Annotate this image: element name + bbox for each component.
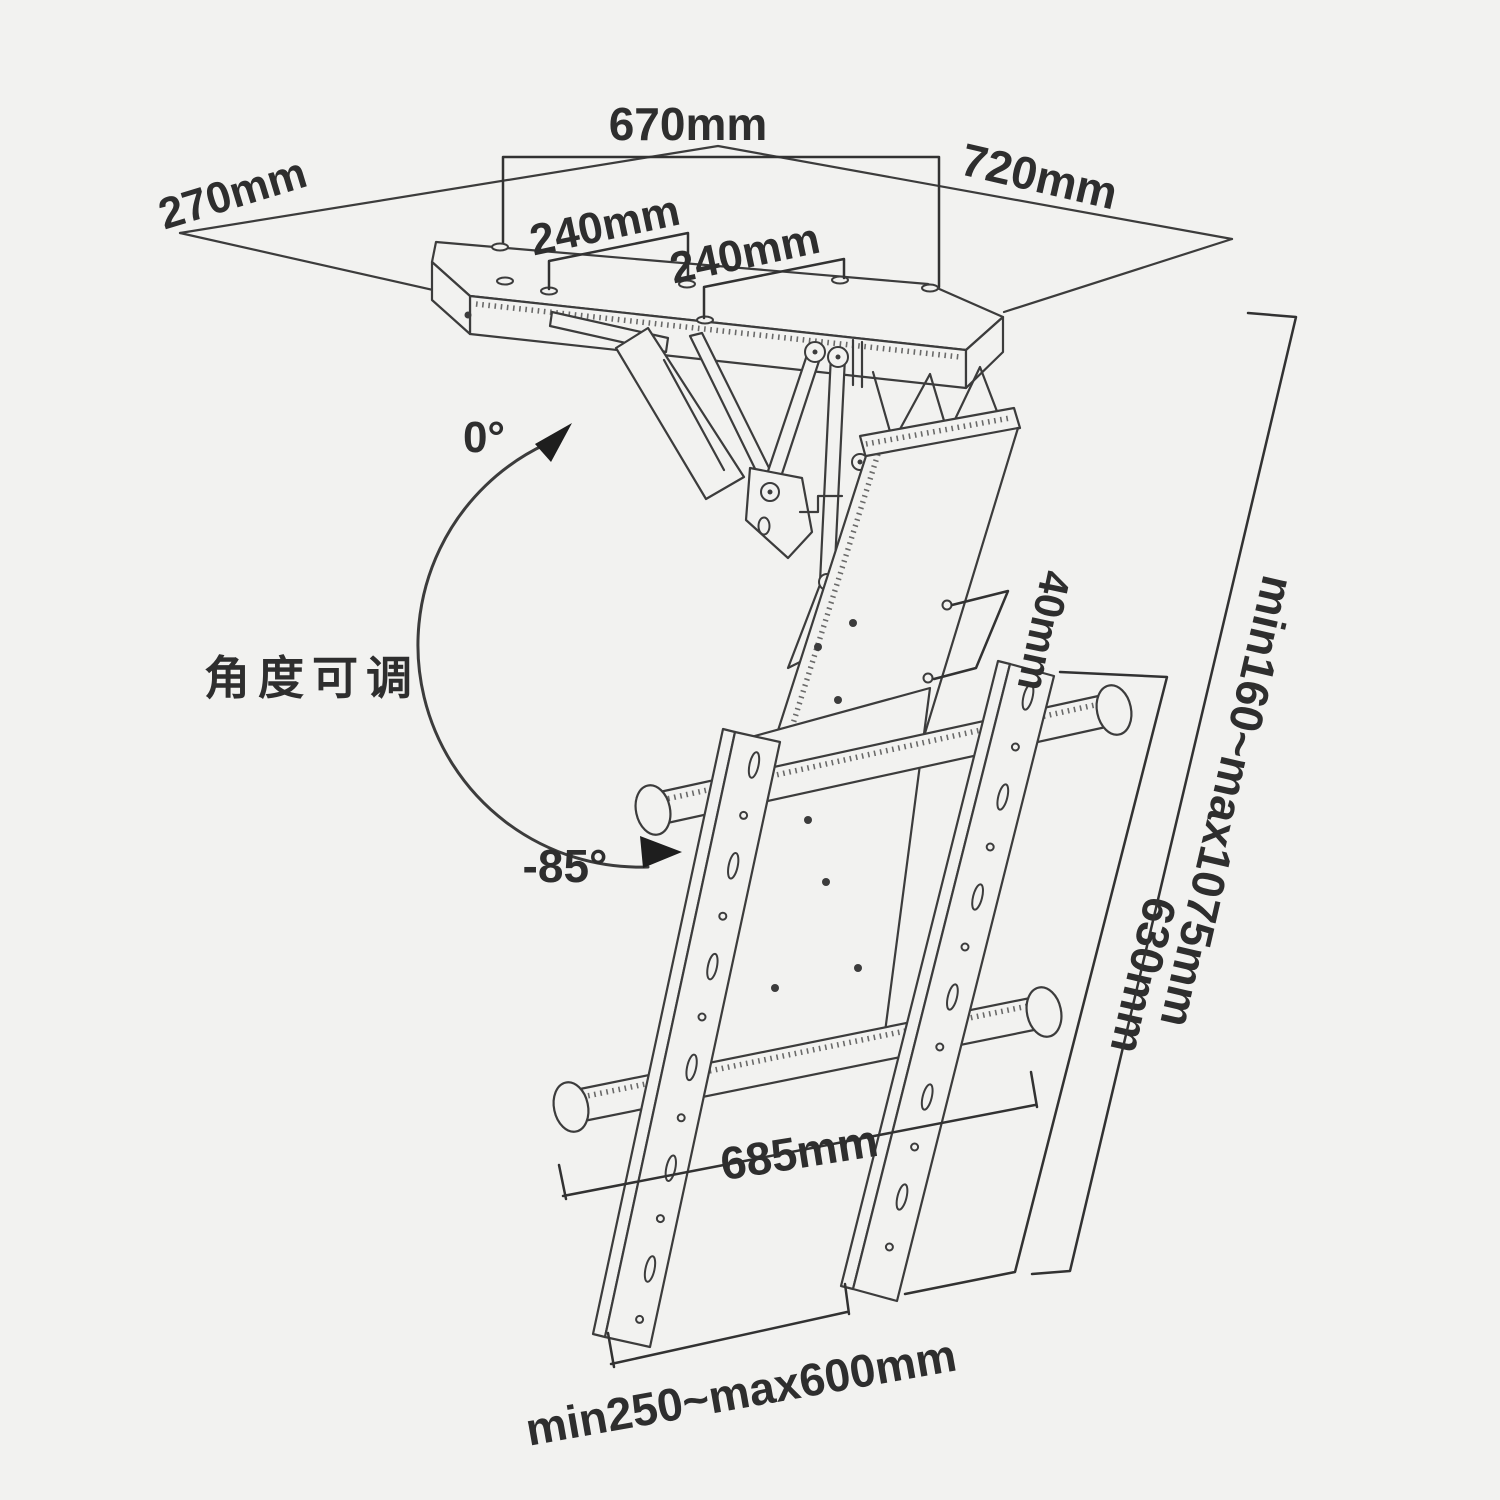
- arrow-0deg-icon: [535, 423, 572, 462]
- left-rail: [591, 727, 782, 1349]
- dim-1075-label: min160~max1075mm: [1150, 571, 1305, 1032]
- dim-685-label: 685mm: [717, 1114, 882, 1190]
- dim-720-label: 720mm: [956, 133, 1122, 219]
- dim-40-label: 40mm: [1009, 567, 1080, 696]
- angle-note-label: 角度可调: [204, 652, 420, 704]
- truss: [851, 338, 1022, 460]
- dim-670-label: 670mm: [609, 98, 768, 150]
- angle-0-label: 0°: [463, 413, 505, 462]
- dim-1075: min160~max1075mm: [1030, 311, 1305, 1276]
- dim-240-left-label: 240mm: [526, 186, 685, 265]
- dim-270-label: 270mm: [153, 148, 312, 239]
- right-rail: [839, 659, 1056, 1303]
- dim-250-600-label: min250~max600mm: [522, 1329, 960, 1456]
- arrow-85deg-icon: [640, 836, 682, 868]
- angle-85-label: -85°: [523, 840, 608, 892]
- rail-holes: [635, 683, 1035, 1324]
- dim-250-600: min250~max600mm: [522, 1282, 960, 1456]
- angle-arc: 0° -85° 角度可调: [204, 413, 682, 892]
- dim-670: 670mm: [501, 98, 941, 289]
- plate-holes: [464, 242, 939, 325]
